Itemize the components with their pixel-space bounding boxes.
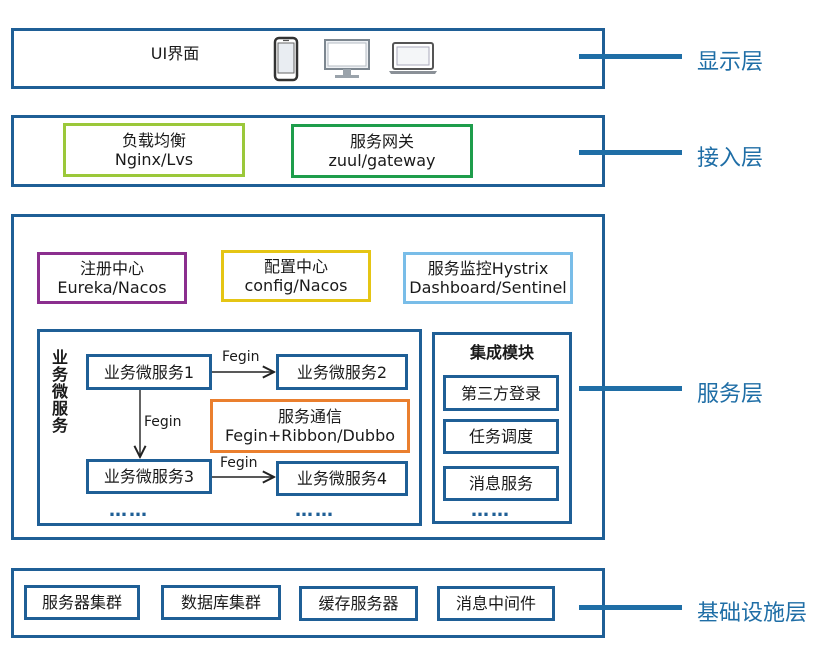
config-box: 配置中心 config/Nacos xyxy=(221,250,371,302)
infra-item-cache-server: 缓存服务器 xyxy=(299,586,418,621)
access-layer-label: 接入层 xyxy=(697,146,764,171)
integration-item-message-service: 消息服务 xyxy=(443,466,559,501)
integration-ellipsis: …… xyxy=(471,500,511,521)
monitor-box: 服务监控Hystrix Dashboard/Sentinel xyxy=(403,252,573,304)
microservice-1-label: 业务微服务1 xyxy=(103,362,195,382)
config-title: 配置中心 xyxy=(263,257,328,276)
load-balancer-subtitle: Nginx/Lvs xyxy=(114,150,194,169)
registry-title: 注册中心 xyxy=(79,259,144,278)
microservice-3-label: 业务微服务3 xyxy=(103,467,195,486)
gateway-box: 服务网关 zuul/gateway xyxy=(291,124,473,178)
config-subtitle: config/Nacos xyxy=(244,276,348,295)
service-communication-title: 服务通信 xyxy=(277,407,342,426)
integration-item-label: 第三方登录 xyxy=(460,383,541,403)
infra-item-label: 数据库集群 xyxy=(180,593,261,612)
registry-box: 注册中心 Eureka/Nacos xyxy=(37,252,187,304)
business-services-title: 业务微服务 xyxy=(51,348,68,435)
microservice-3: 业务微服务3 xyxy=(86,459,212,494)
integration-item-label: 任务调度 xyxy=(468,427,533,446)
phone-icon xyxy=(273,36,299,86)
integration-item-third-party-login: 第三方登录 xyxy=(443,375,559,411)
business-ellipsis-left: …… xyxy=(109,500,149,521)
display-layer-connector xyxy=(579,54,682,59)
integration-item-task-scheduling: 任务调度 xyxy=(443,419,559,454)
infra-layer-connector xyxy=(579,605,682,610)
load-balancer-box: 负载均衡 Nginx/Lvs xyxy=(63,123,245,177)
infra-item-message-middleware: 消息中间件 xyxy=(437,586,555,621)
infra-item-label: 服务器集群 xyxy=(41,593,122,612)
monitor-icon xyxy=(322,38,372,84)
service-communication-subtitle: Fegin+Ribbon/Dubbo xyxy=(224,426,396,445)
display-layer-frame xyxy=(11,28,605,89)
infra-item-database-cluster: 数据库集群 xyxy=(161,585,281,620)
microservice-2-label: 业务微服务2 xyxy=(296,362,388,382)
microservice-2: 业务微服务2 xyxy=(276,354,408,390)
display-layer-label: 显示层 xyxy=(697,50,764,75)
fegin-label-ms3-ms4: Fegin xyxy=(220,455,258,471)
infra-item-label: 缓存服务器 xyxy=(318,594,399,613)
fegin-label-ms1-ms3: Fegin xyxy=(144,414,182,430)
business-ellipsis-right: …… xyxy=(295,500,335,521)
microservice-1: 业务微服务1 xyxy=(86,354,212,390)
infra-item-server-cluster: 服务器集群 xyxy=(24,585,140,620)
integration-item-label: 消息服务 xyxy=(468,474,533,493)
monitor-title: 服务监控Hystrix xyxy=(427,259,549,278)
service-layer-connector xyxy=(579,386,682,391)
infra-layer-label: 基础设施层 xyxy=(697,601,808,626)
registry-subtitle: Eureka/Nacos xyxy=(57,278,167,297)
fegin-label-ms1-ms2: Fegin xyxy=(222,349,260,365)
microservice-4: 业务微服务4 xyxy=(276,461,408,496)
gateway-title: 服务网关 xyxy=(349,132,414,151)
load-balancer-title: 负载均衡 xyxy=(121,131,186,150)
integration-module-title: 集成模块 xyxy=(469,343,534,362)
ui-label: UI界面 xyxy=(150,44,200,63)
service-layer-label: 服务层 xyxy=(697,382,764,407)
microservice-4-label: 业务微服务4 xyxy=(296,469,388,488)
laptop-icon xyxy=(388,40,438,80)
access-layer-connector xyxy=(579,150,682,155)
monitor-subtitle: Dashboard/Sentinel xyxy=(409,278,567,297)
gateway-subtitle: zuul/gateway xyxy=(328,151,436,170)
service-communication-box: 服务通信 Fegin+Ribbon/Dubbo xyxy=(210,399,410,453)
infra-item-label: 消息中间件 xyxy=(455,594,536,613)
